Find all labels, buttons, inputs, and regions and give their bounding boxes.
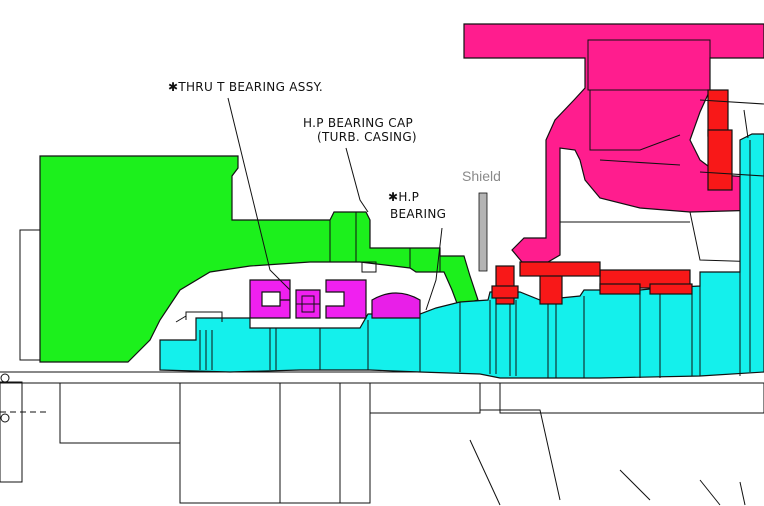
hp-bearing-cap-label: H.P BEARING CAP [303,116,413,130]
lower-casing-outline [0,229,764,506]
hp-bearing-label: ✱H.P [388,190,419,204]
labyrinth-seals [491,89,764,305]
shield-plate [478,192,488,272]
bolt-icon [0,413,10,423]
shield-label: Shield [462,168,501,184]
hp-bearing-label-2: BEARING [390,207,446,221]
thrust-bearing-label: ✱THRU T BEARING ASSY. [168,80,323,94]
thrust-bearing-assembly [249,279,367,319]
leader-lines [227,97,749,311]
bolt-icon [0,373,10,383]
hp-journal-bearing [371,292,421,319]
upper-turbine-casing [463,23,764,263]
turb-casing-label: (TURB. CASING) [317,130,417,144]
